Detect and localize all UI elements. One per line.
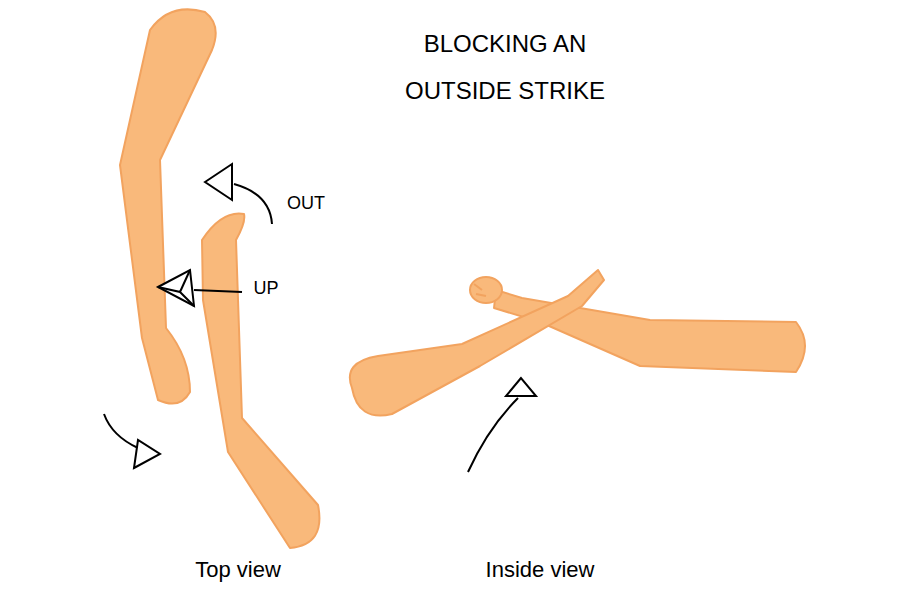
view-caption: Top view [195, 557, 281, 583]
up-arrow [194, 290, 242, 292]
arrow-head [205, 164, 232, 200]
finger-lines [474, 284, 486, 296]
arrow-label: UP [253, 278, 278, 299]
arrow-head [506, 378, 536, 396]
diagram-title: BLOCKING AN OUTSIDE STRIKE [380, 20, 630, 114]
view-caption: Inside view [486, 557, 595, 583]
arrow-head [134, 440, 160, 468]
attacker-arm [202, 214, 319, 548]
up-arrow [468, 398, 518, 472]
defender-arm [350, 270, 604, 416]
fist [470, 277, 502, 303]
arrow-head [158, 270, 194, 306]
arrow-head-edge [158, 270, 194, 306]
defender-arm [120, 9, 216, 403]
rotate-arrow [104, 414, 138, 448]
arrow-label: OUT [287, 193, 325, 214]
out-arrow [234, 184, 272, 224]
